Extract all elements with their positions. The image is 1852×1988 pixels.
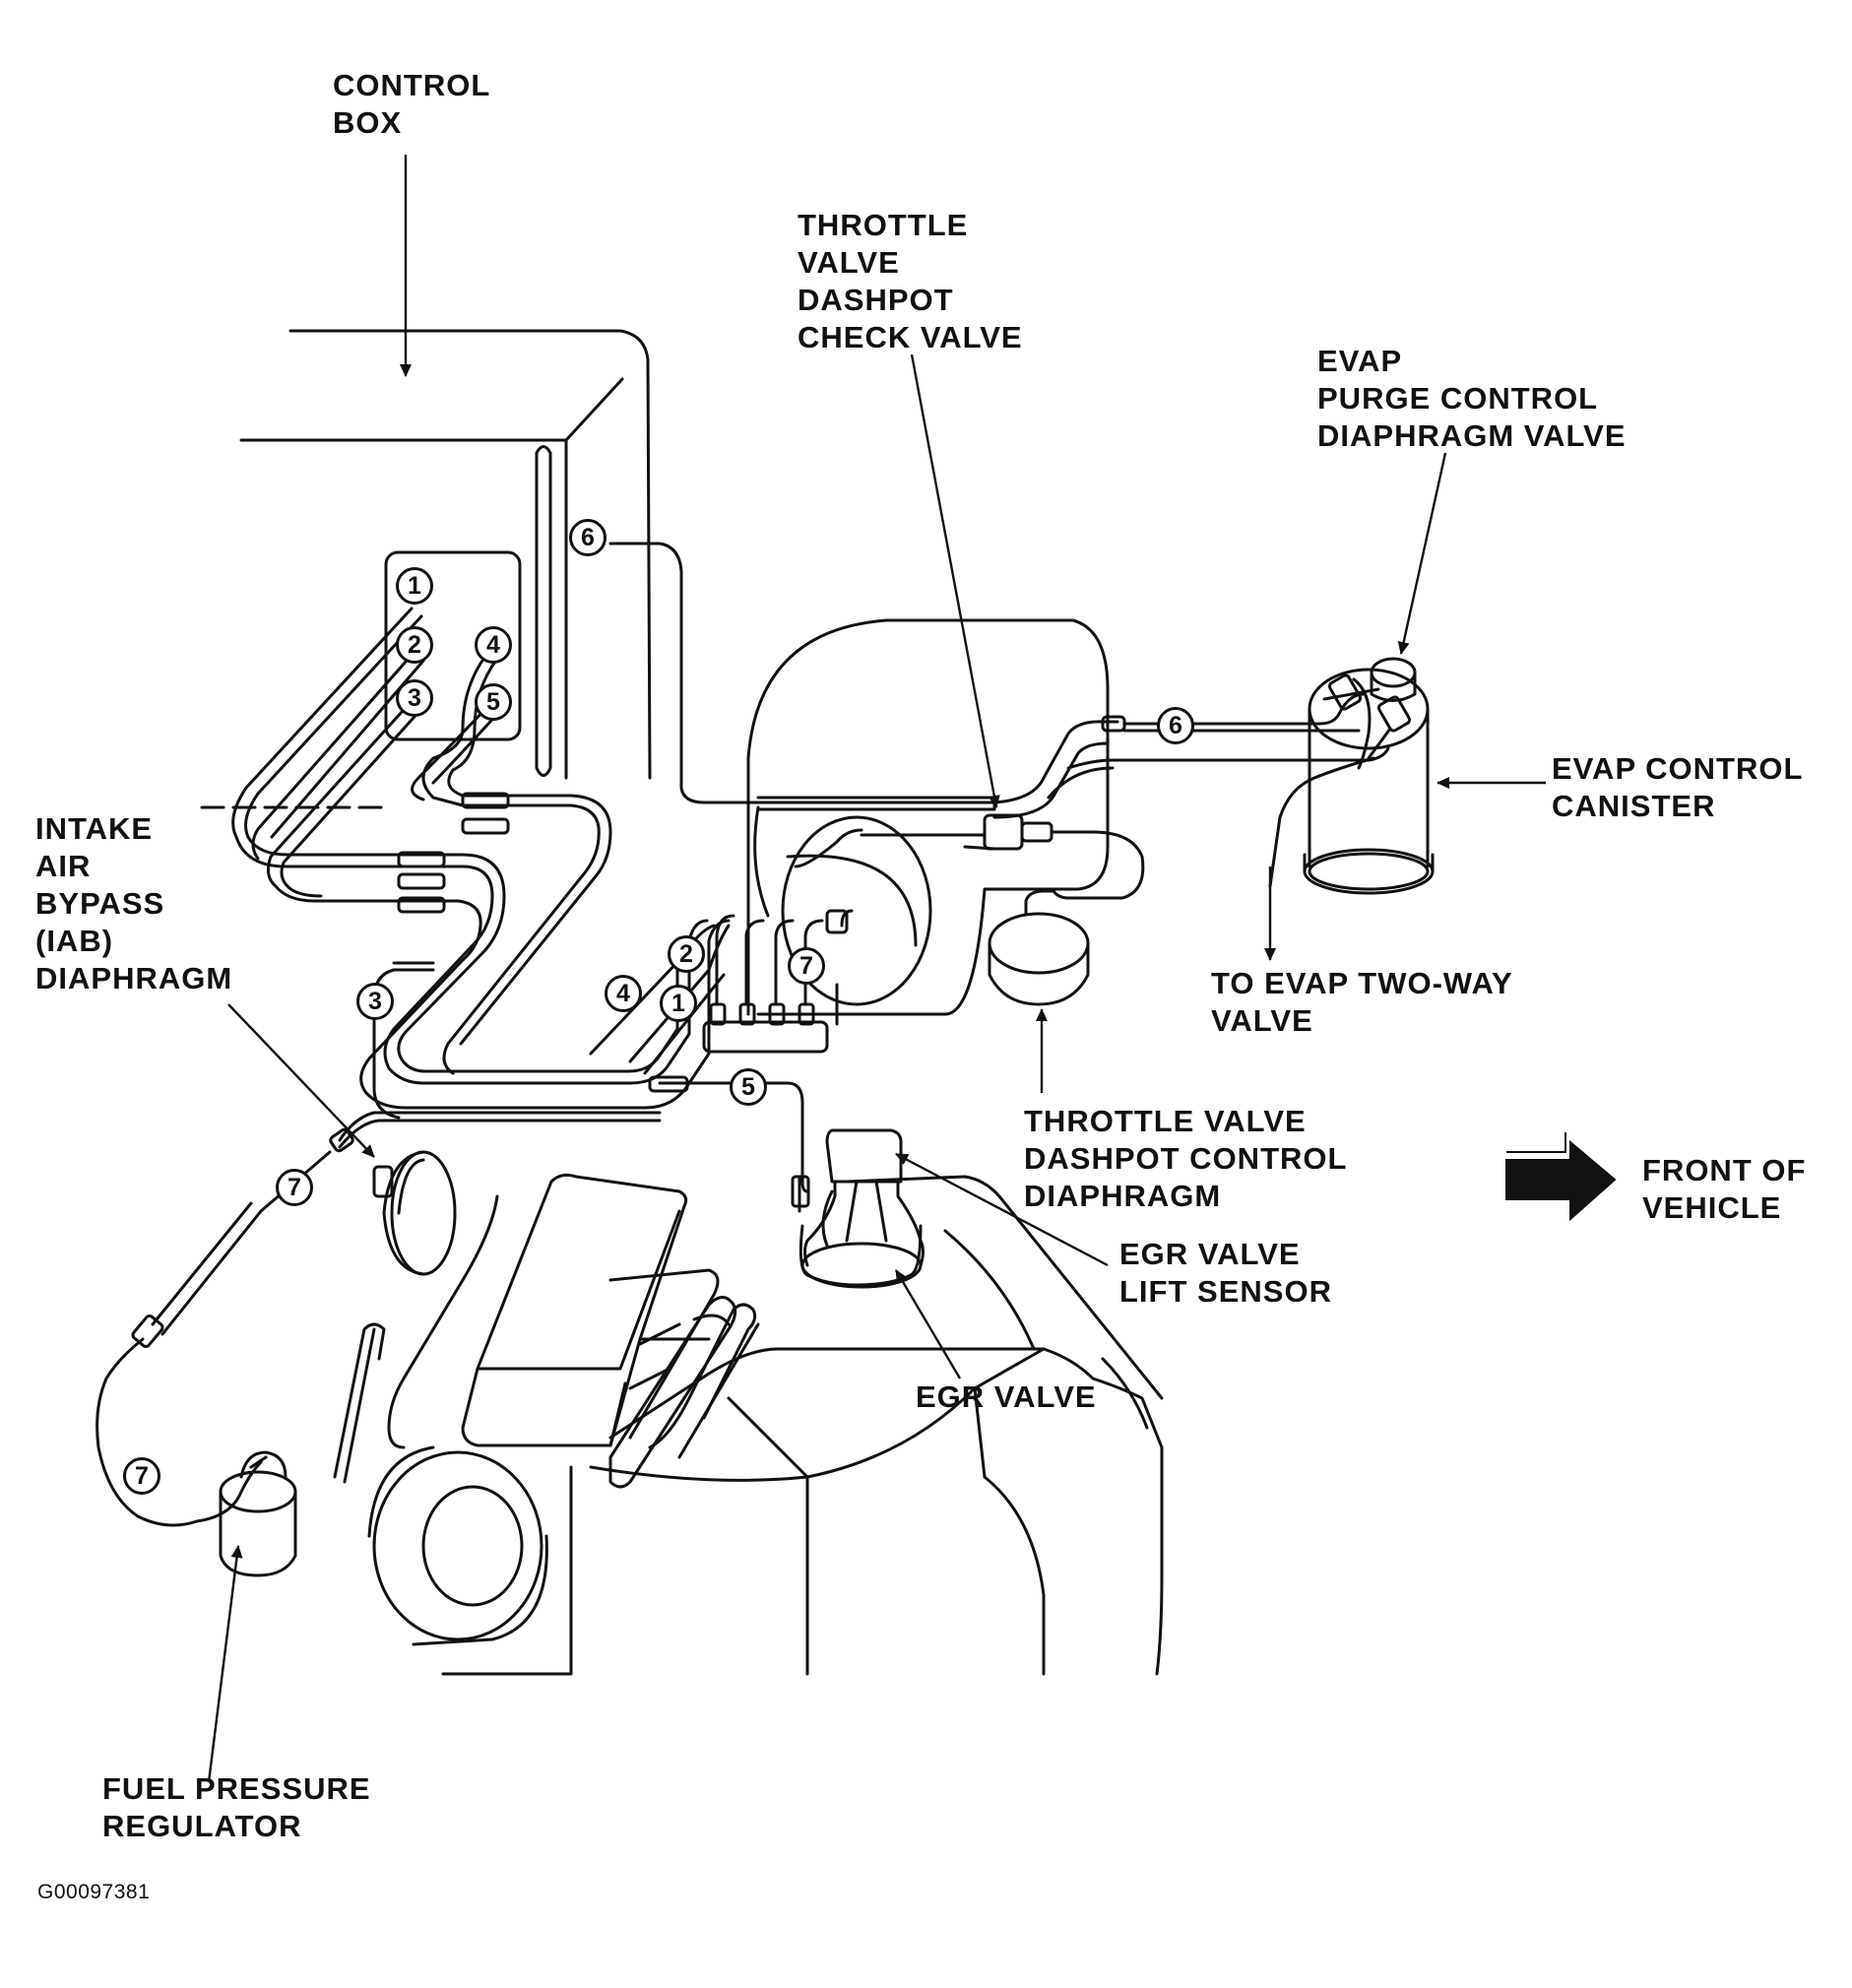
label-evap-canister: EVAP CONTROL CANISTER bbox=[1552, 751, 1804, 823]
label-fuel-pressure-regulator: FUEL PRESSURE REGULATOR bbox=[102, 1771, 371, 1843]
engine-valve-cover bbox=[476, 1173, 711, 1371]
hose-harness-2 bbox=[251, 651, 415, 861]
hose-number-7: 7 bbox=[123, 1457, 160, 1495]
throttle-body-block bbox=[746, 618, 1110, 1016]
hose-number-5: 5 bbox=[475, 683, 512, 721]
egr-lift-sensor bbox=[825, 1128, 903, 1184]
label-iab-diaphragm: INTAKE AIR BYPASS (IAB) DIAPHRAGM bbox=[35, 811, 233, 995]
hose-number-6: 6 bbox=[569, 519, 607, 556]
hose-number-1: 1 bbox=[396, 567, 433, 605]
hose-number-1: 1 bbox=[660, 985, 697, 1022]
vacuum-manifold-block bbox=[702, 1020, 829, 1054]
arrow-check-valve bbox=[910, 353, 1000, 808]
hose-7-line bbox=[840, 909, 854, 928]
hose-harness-1 bbox=[231, 607, 709, 1085]
dashpot-check-valve bbox=[983, 813, 1024, 851]
arrow-fuel-regulator bbox=[207, 1545, 243, 1783]
control-box-connector-plate bbox=[384, 550, 522, 741]
label-throttle-check-valve: THROTTLE VALVE DASHPOT CHECK VALVE bbox=[798, 208, 1023, 354]
label-to-evap-two-way: TO EVAP TWO-WAY VALVE bbox=[1211, 966, 1513, 1038]
hose-number-2: 2 bbox=[668, 935, 705, 973]
figure-id: G00097381 bbox=[37, 1881, 151, 1903]
arrow-purge-valve bbox=[1397, 452, 1447, 655]
egr-valve bbox=[798, 1224, 923, 1287]
throttle-body-cylinder bbox=[781, 815, 932, 1006]
hose-5-line bbox=[658, 1081, 809, 1193]
hose-number-4: 4 bbox=[475, 626, 512, 664]
hose-number-6: 6 bbox=[1157, 707, 1194, 744]
dashpot-control-diaphragm bbox=[988, 912, 1090, 975]
hose-number-3: 3 bbox=[356, 983, 394, 1020]
label-throttle-dashpot-diaphragm: THROTTLE VALVE DASHPOT CONTROL DIAPHRAGM bbox=[1024, 1104, 1348, 1213]
hose-number-2: 2 bbox=[396, 626, 433, 664]
arrow-egr-lift bbox=[895, 1152, 1109, 1267]
throttle-front-cylinder bbox=[372, 1450, 543, 1641]
hose-number-3: 3 bbox=[396, 679, 433, 717]
hose-6-line bbox=[608, 542, 996, 804]
iab-diaphragm bbox=[390, 1150, 457, 1276]
hose-number-7: 7 bbox=[788, 947, 825, 985]
label-control-box: CONTROL BOX bbox=[333, 68, 491, 140]
engine-lower-housing bbox=[608, 1347, 1164, 1676]
front-of-vehicle-arrow bbox=[1505, 1132, 1617, 1222]
hose-harness-4 bbox=[421, 649, 601, 1075]
arrow-egr-valve bbox=[894, 1269, 962, 1379]
hose-number-5: 5 bbox=[730, 1068, 767, 1106]
arrow-iab bbox=[227, 1003, 375, 1158]
hose-number-7: 7 bbox=[276, 1169, 313, 1206]
hose-harness-5 bbox=[411, 702, 492, 802]
label-egr-valve: EGR VALVE bbox=[916, 1379, 1097, 1414]
fuel-pressure-regulator bbox=[219, 1470, 297, 1513]
label-front-of-vehicle: FRONT OF VEHICLE bbox=[1642, 1153, 1807, 1225]
label-egr-lift-sensor: EGR VALVE LIFT SENSOR bbox=[1119, 1237, 1332, 1309]
hose-number-4: 4 bbox=[605, 975, 642, 1012]
label-evap-purge-valve: EVAP PURGE CONTROL DIAPHRAGM VALVE bbox=[1317, 344, 1627, 453]
control-box-outline bbox=[288, 329, 652, 780]
